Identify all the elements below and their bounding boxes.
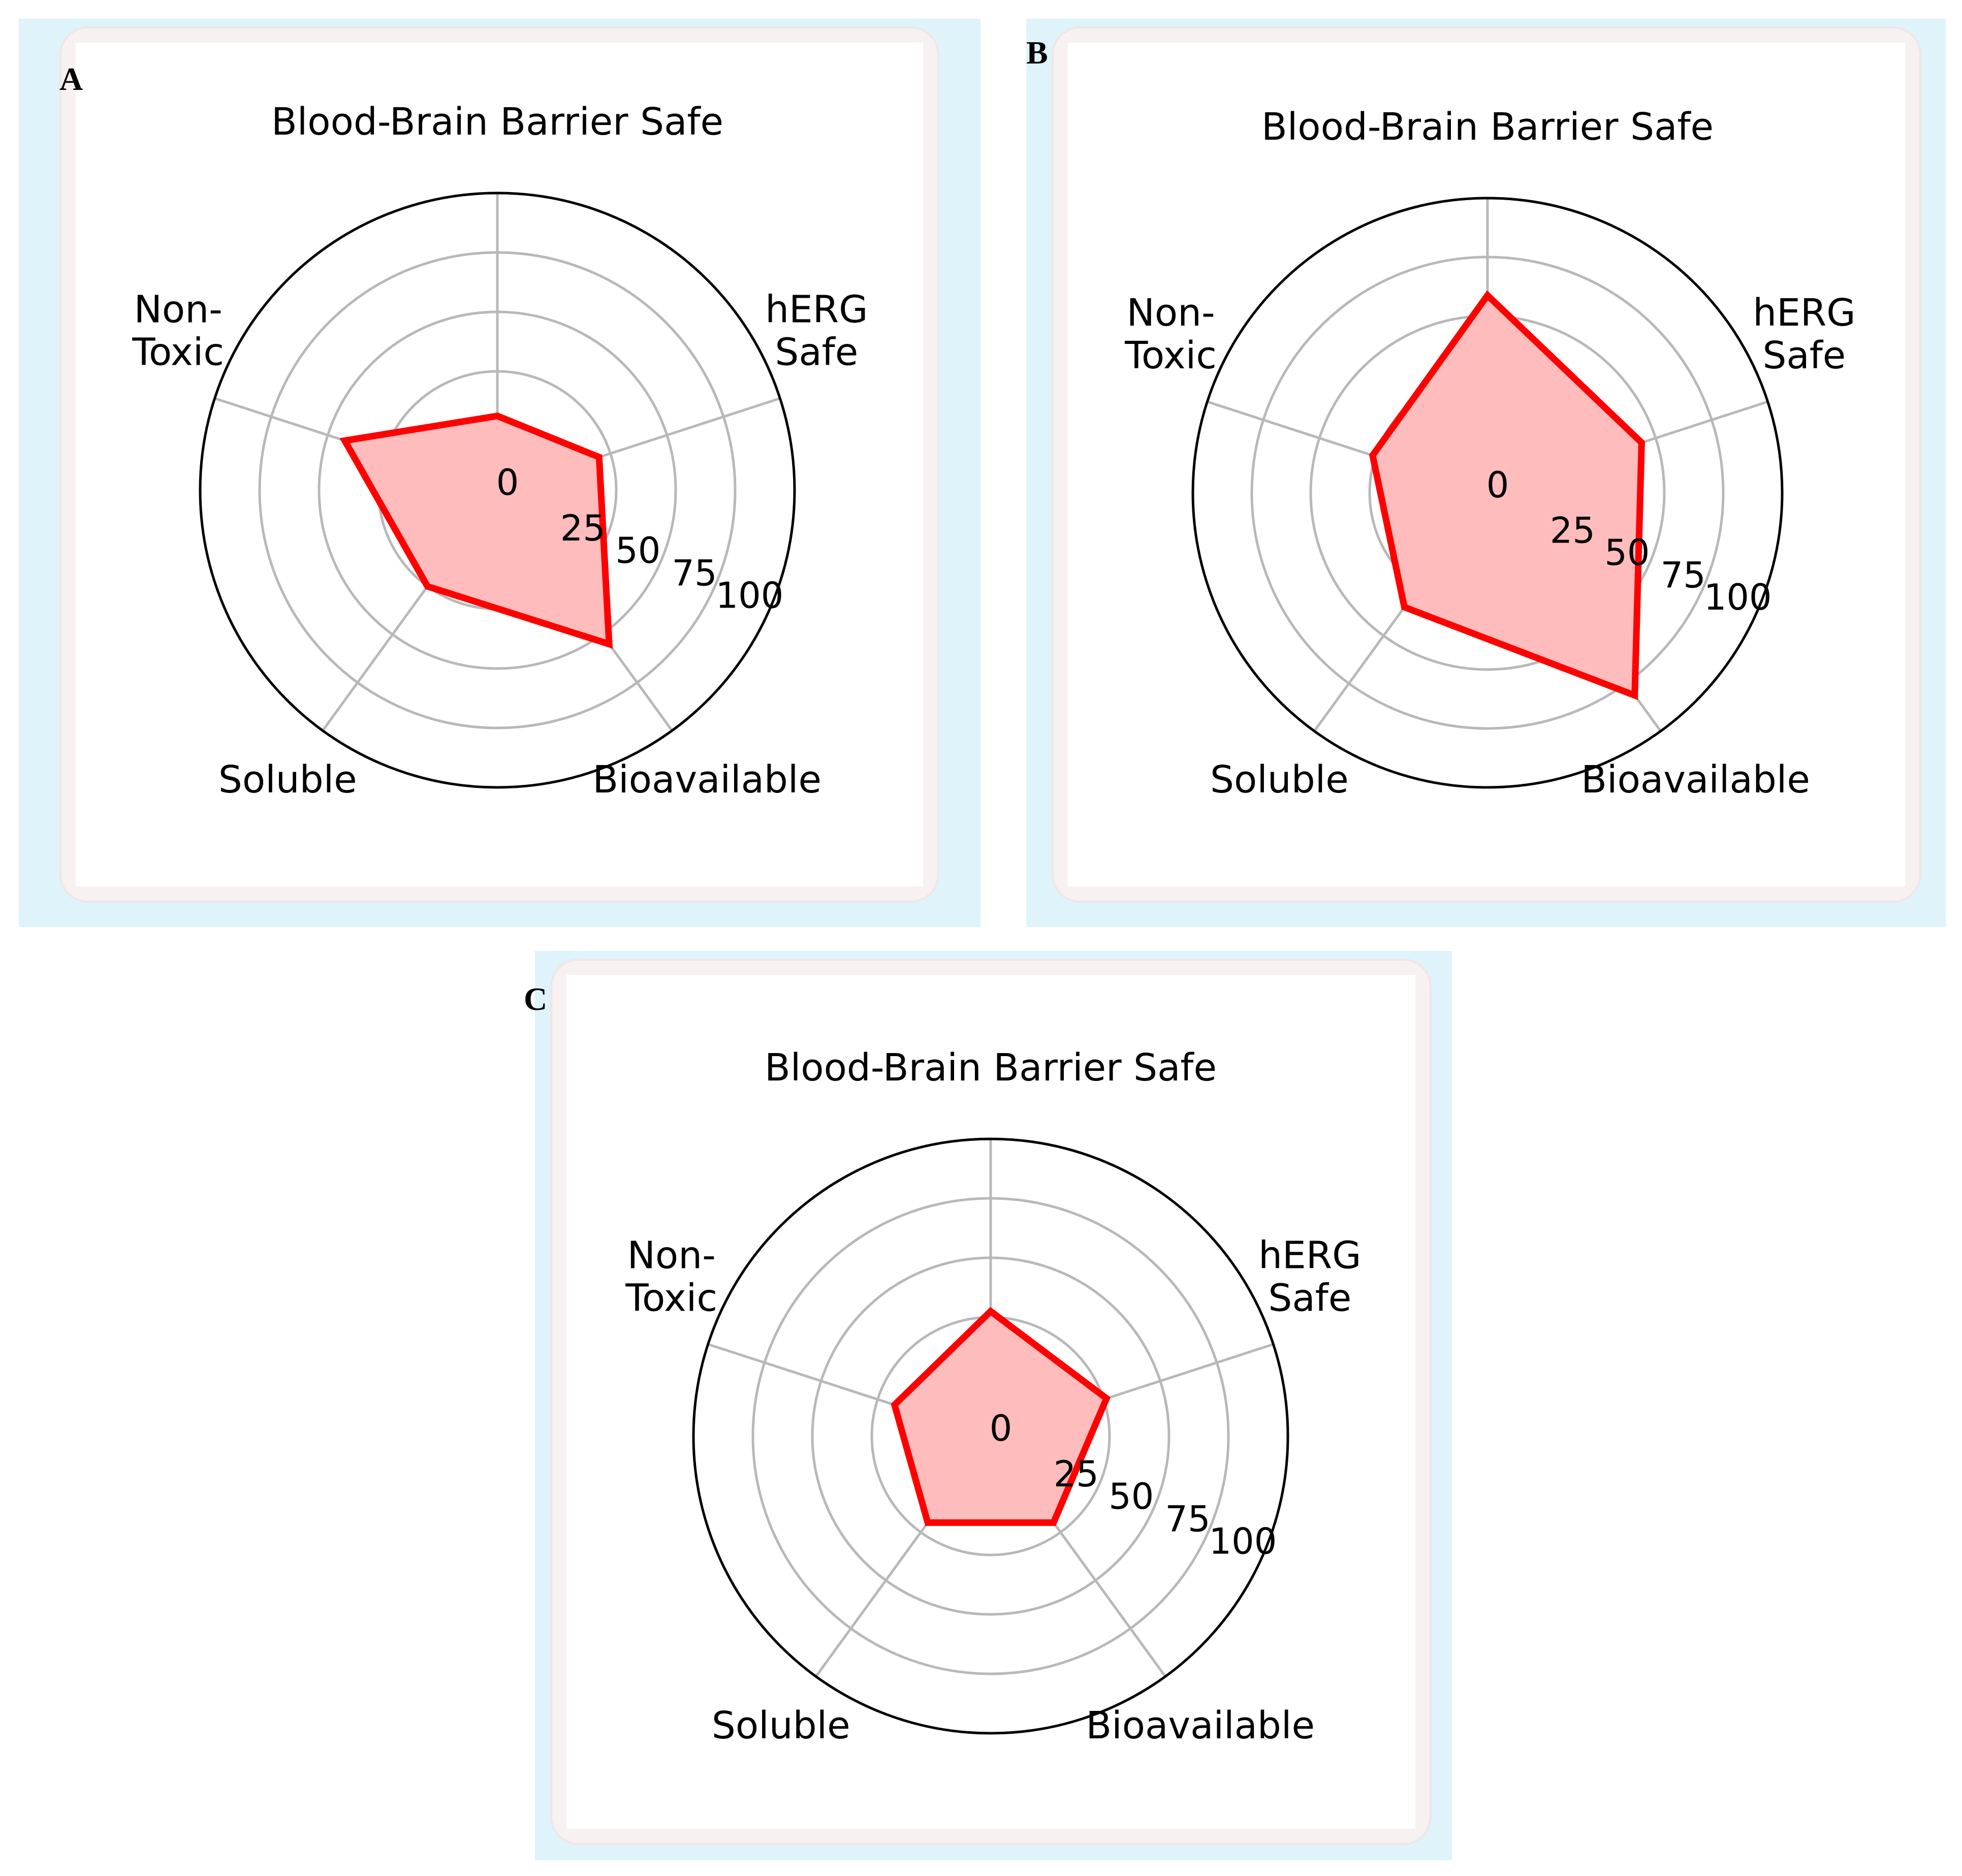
axis-label-a-3: Soluble bbox=[218, 758, 357, 802]
data-point-b-4 bbox=[1370, 453, 1375, 458]
data-polygon-a bbox=[339, 412, 613, 649]
data-point-a-4 bbox=[342, 438, 347, 443]
radial-tick-b-100: 100 bbox=[1704, 577, 1772, 618]
radial-tick-a-0: 0 bbox=[496, 462, 519, 503]
radial-tick-b-25: 25 bbox=[1550, 510, 1595, 552]
outer-ring-a bbox=[199, 192, 796, 789]
radial-tick-c-100: 100 bbox=[1209, 1521, 1277, 1563]
radial-tick-c-0: 0 bbox=[990, 1408, 1012, 1449]
radial-tick-b-0: 0 bbox=[1486, 464, 1509, 506]
axis-label-a-4: Non-Toxic bbox=[132, 288, 224, 374]
radial-tick-a-50: 50 bbox=[615, 530, 660, 571]
data-point-b-3 bbox=[1402, 605, 1407, 610]
outer-ring-c bbox=[692, 1137, 1289, 1735]
data-point-c-4 bbox=[892, 1403, 897, 1407]
axis-label-a-2: Bioavailable bbox=[592, 758, 821, 802]
outer-ring-b bbox=[1191, 197, 1784, 789]
data-point-b-2 bbox=[1632, 693, 1637, 697]
data-point-c-1 bbox=[1104, 1396, 1109, 1401]
data-point-a-1 bbox=[597, 455, 602, 459]
data-point-a-3 bbox=[425, 584, 430, 589]
data-polygon-b bbox=[1369, 290, 1645, 701]
radial-tick-b-75: 75 bbox=[1661, 555, 1706, 596]
axis-label-c-2: Bioavailable bbox=[1086, 1704, 1315, 1747]
axis-label-b-2: Bioavailable bbox=[1581, 758, 1810, 802]
data-point-c-3 bbox=[926, 1520, 930, 1525]
data-point-c-2 bbox=[1051, 1520, 1056, 1525]
axis-label-b-4: Non-Toxic bbox=[1124, 291, 1217, 377]
radial-tick-c-75: 75 bbox=[1165, 1499, 1210, 1540]
axis-label-b-3: Soluble bbox=[1210, 758, 1349, 802]
radial-tick-a-75: 75 bbox=[672, 553, 717, 594]
data-point-a-2 bbox=[607, 642, 612, 646]
data-point-b-1 bbox=[1639, 440, 1644, 445]
axis-label-b-0: Blood-Brain Barrier Safe bbox=[1261, 105, 1714, 149]
data-point-a-0 bbox=[495, 414, 499, 418]
data-point-b-0 bbox=[1485, 293, 1490, 298]
axis-label-c-3: Soluble bbox=[712, 1704, 850, 1747]
panel-letter-b: B bbox=[1026, 35, 1048, 71]
panel-letter-a: A bbox=[59, 61, 83, 97]
axis-label-c-0: Blood-Brain Barrier Safe bbox=[765, 1046, 1217, 1090]
radial-tick-a-25: 25 bbox=[560, 507, 606, 549]
radial-tick-c-50: 50 bbox=[1109, 1476, 1154, 1517]
radial-tick-a-100: 100 bbox=[716, 575, 784, 617]
axis-label-c-4: Non-Toxic bbox=[625, 1233, 717, 1320]
radial-tick-b-50: 50 bbox=[1604, 532, 1650, 574]
axis-label-a-0: Blood-Brain Barrier Safe bbox=[271, 100, 723, 144]
panel-letter-c: C bbox=[524, 981, 548, 1017]
data-point-c-0 bbox=[989, 1309, 993, 1314]
radial-tick-c-25: 25 bbox=[1054, 1453, 1099, 1495]
data-polygon-c bbox=[891, 1307, 1111, 1526]
